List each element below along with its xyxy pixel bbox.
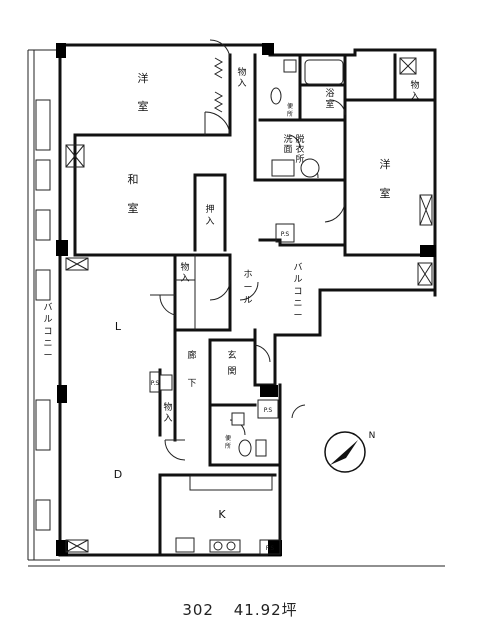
balcony-west-1: バ — [43, 302, 52, 313]
dining-label: D — [114, 468, 122, 481]
closet-5-label-b: 入 — [163, 413, 172, 424]
toilet-1-label-a: 便 — [287, 102, 293, 110]
columns — [56, 43, 436, 556]
closet-2-label-a: 押 — [205, 203, 214, 215]
floor-area: 41.92坪 — [233, 601, 298, 619]
closet-4-label-b: 入 — [410, 91, 419, 102]
balcony-east-5: ー — [293, 311, 302, 321]
unit-number: 302 — [182, 601, 214, 619]
western-room-2-label-b: 室 — [380, 186, 391, 200]
north-compass: N — [324, 431, 376, 473]
japanese-room-label-b: 室 — [128, 201, 139, 215]
kitchen-label: K — [218, 508, 226, 521]
plan-caption: 302 41.92坪 — [0, 590, 480, 630]
corridor-label-a: 廊 — [187, 349, 196, 361]
doors — [150, 39, 346, 461]
fixtures — [159, 59, 344, 553]
balcony-west-5: ー — [43, 351, 52, 361]
pipe-spaces — [149, 223, 295, 555]
closet-1-label-a: 物 — [237, 66, 246, 78]
japanese-room-label-a: 和 — [128, 173, 139, 186]
washroom-label-a: 洗 — [283, 133, 292, 145]
closet-3-label-a: 物 — [180, 261, 189, 273]
bathroom-label-b: 室 — [325, 98, 334, 110]
ps-label-1: P.S — [281, 231, 290, 238]
washroom-label-e: 所 — [295, 154, 304, 165]
balcony-east-1: バ — [293, 262, 302, 273]
living-label: L — [115, 320, 122, 333]
closet-3-label-b: 入 — [180, 273, 189, 284]
room-labels: 洋 室 和 室 洋 室 物 入 押 入 物 入 物 入 物 入 便 所 便 所 … — [43, 66, 419, 552]
toilet-2-label-b: 所 — [225, 442, 231, 450]
floor-plan: 洋 室 和 室 洋 室 物 入 押 入 物 入 物 入 物 入 便 所 便 所 … — [27, 39, 445, 567]
balcony-west-2: ル — [43, 315, 52, 325]
entrance-label-a: 玄 — [227, 349, 236, 361]
balcony-west-4: ニ — [43, 339, 52, 349]
western-room-1-label-b: 室 — [138, 99, 149, 113]
balcony-east-4: ニ — [293, 299, 302, 309]
ps-label-4: P.S — [266, 545, 275, 552]
interior-walls — [73, 53, 437, 557]
washroom-label-d: 衣 — [295, 143, 304, 155]
closet-5-label-a: 物 — [163, 401, 172, 413]
west-balcony — [27, 49, 60, 561]
balcony-east-3: コ — [293, 287, 302, 297]
ps-label-2: P.S — [151, 380, 160, 387]
hall-label-c: ル — [243, 296, 252, 306]
ps-label-3: P.S — [264, 407, 273, 414]
western-room-2-label-a: 洋 — [380, 157, 391, 171]
washroom-label-b: 面 — [283, 144, 292, 155]
washroom-label-c: 脱 — [295, 133, 304, 145]
closet-4-label-a: 物 — [410, 79, 419, 91]
closet-1-label-b: 入 — [237, 78, 246, 89]
entrance-label-b: 関 — [227, 366, 236, 377]
closet-marks — [175, 57, 224, 330]
toilet-2-label-a: 便 — [225, 434, 231, 442]
hall-label-b: ー — [243, 283, 252, 293]
balcony-east-2: ル — [293, 275, 302, 285]
north-label: N — [369, 431, 376, 441]
corridor-label-b: 下 — [187, 379, 196, 389]
closet-2-label-b: 入 — [205, 216, 214, 227]
hall-label-a: ホ — [243, 269, 252, 280]
bathroom-label-a: 浴 — [325, 88, 334, 99]
balcony-west-3: コ — [43, 327, 52, 337]
western-room-1-label-a: 洋 — [138, 71, 149, 85]
toilet-1-label-b: 所 — [287, 110, 293, 118]
panels — [35, 57, 433, 553]
